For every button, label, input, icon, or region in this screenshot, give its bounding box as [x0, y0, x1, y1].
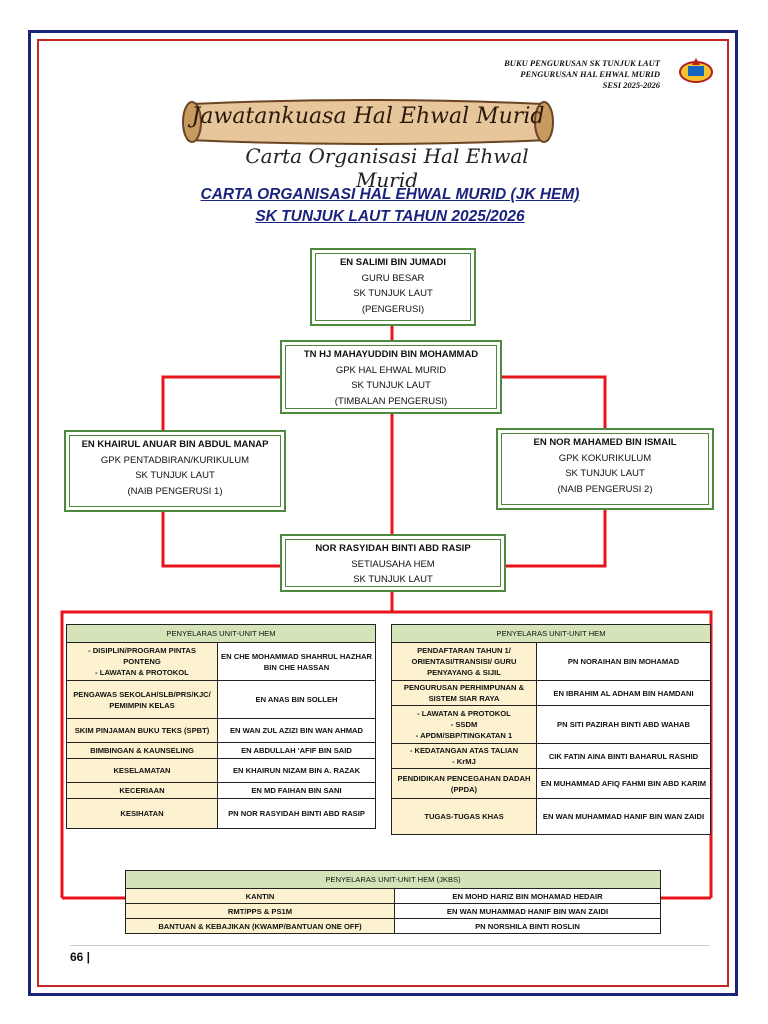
table-row: PENGAWAS SEKOLAH/SLB/PRS/KJC/ PEMIMPIN K… — [66, 680, 376, 719]
left-table-header: PENYELARAS UNIT-UNIT HEM — [66, 624, 376, 643]
chair-position: GURU BESAR — [361, 272, 425, 284]
unit-name-cell: KANTIN — [125, 888, 395, 904]
deputy-1-position: GPK PENTADBIRAN/KURIKULUM — [100, 454, 250, 466]
unit-name-cell: RMT/PPS & PS1M — [125, 903, 395, 919]
page-number: 66 | — [70, 950, 91, 964]
unit-name-cell: SKIM PINJAMAN BUKU TEKS (SPBT) — [66, 718, 218, 743]
coordinator-cell: EN WAN MUHAMMAD HANIF BIN WAN ZAIDI — [536, 798, 711, 835]
coordinator-cell: EN ABDULLAH 'AFIF BIN SAID — [217, 742, 376, 759]
deputy-chair-1-box: EN KHAIRUL ANUAR BIN ABDUL MANAP GPK PEN… — [64, 430, 286, 512]
coordinator-cell: EN WAN MUHAMMAD HANIF BIN WAN ZAIDI — [394, 903, 661, 919]
unit-name-cell: - DISIPLIN/PROGRAM PINTAS PONTENG - LAWA… — [66, 642, 218, 681]
table-row: - DISIPLIN/PROGRAM PINTAS PONTENG - LAWA… — [66, 642, 376, 681]
table-row: BANTUAN & KEBAJIKAN (KWAMP/BANTUAN ONE O… — [125, 918, 661, 934]
deputy-2-name: EN NOR MAHAMED BIN ISMAIL — [533, 437, 677, 448]
coordinator-cell: EN IBRAHIM AL ADHAM BIN HAMDANI — [536, 680, 711, 706]
school-logo — [679, 58, 713, 83]
right-table-header: PENYELARAS UNIT-UNIT HEM — [391, 624, 711, 643]
coordinator-cell: EN ANAS BIN SOLLEH — [217, 680, 376, 719]
coordinator-cell: PN NOR RASYIDAH BINTI ABD RASIP — [217, 798, 376, 829]
unit-name-cell: - KEDATANGAN ATAS TALIAN - KrMJ — [391, 743, 537, 769]
unit-name-cell: PENDIDIKAN PENCEGAHAN DADAH (PPDA) — [391, 768, 537, 799]
unit-name-cell: TUGAS-TUGAS KHAS — [391, 798, 537, 835]
unit-name-cell: BANTUAN & KEBAJIKAN (KWAMP/BANTUAN ONE O… — [125, 918, 395, 934]
unit-name-cell: PENGURUSAN PERHIMPUNAN & SISTEM SIAR RAY… — [391, 680, 537, 706]
header-line-1: BUKU PENGURUSAN SK TUNJUK LAUT — [504, 58, 660, 68]
header-line-3: SESI 2025-2026 — [602, 80, 660, 90]
coordinator-cell: EN KHAIRUN NIZAM BIN A. RAZAK — [217, 758, 376, 783]
secretary-box: NOR RASYIDAH BINTI ABD RASIP SETIAUSAHA … — [280, 534, 506, 592]
chair-role: (PENGERUSI) — [361, 303, 425, 315]
script-subtitle: Carta Organisasi Hal Ehwal Murid — [245, 144, 529, 192]
table-row: PENDIDIKAN PENCEGAHAN DADAH (PPDA)EN MUH… — [391, 768, 711, 799]
secretary-school: SK TUNJUK LAUT — [353, 574, 433, 585]
document-header: BUKU PENGURUSAN SK TUNJUK LAUT PENGURUSA… — [504, 58, 660, 91]
coordinator-cell: PN NORSHILA BINTI ROSLIN — [394, 918, 661, 934]
vice-chair-role: (TIMBALAN PENGERUSI) — [334, 395, 448, 407]
vice-chair-school: SK TUNJUK LAUT — [351, 380, 431, 391]
outer-border — [28, 30, 738, 996]
coordinator-cell: EN MD FAIHAN BIN SANI — [217, 782, 376, 799]
page-title: CARTA ORGANISASI HAL EHWAL MURID (JK HEM… — [150, 184, 630, 228]
coordinator-cell: EN WAN ZUL AZIZI BIN WAN AHMAD — [217, 718, 376, 743]
secretary-name: NOR RASYIDAH BINTI ABD RASIP — [315, 543, 471, 554]
header-line-2: PENGURUSAN HAL EHWAL MURID — [520, 69, 660, 79]
right-unit-table: PENYELARAS UNIT-UNIT HEM PENDAFTARAN TAH… — [391, 624, 711, 835]
jkbs-table-header: PENYELARAS UNIT-UNIT HEM (JKBS) — [125, 870, 661, 889]
inner-border — [37, 39, 729, 987]
table-row: PENGURUSAN PERHIMPUNAN & SISTEM SIAR RAY… — [391, 680, 711, 706]
vice-chair-position: GPK HAL EHWAL MURID — [335, 364, 447, 376]
deputy-2-role: (NAIB PENGERUSI 2) — [557, 483, 653, 495]
coordinator-cell: PN SITI PAZIRAH BINTI ABD WAHAB — [536, 705, 711, 744]
unit-name-cell: KESELAMATAN — [66, 758, 218, 783]
scroll-title: Jawatankuasa Hal Ehwal Murid — [191, 104, 545, 129]
coordinator-cell: EN CHE MOHAMMAD SHAHRUL HAZHAR BIN CHE H… — [217, 642, 376, 681]
unit-name-cell: KESIHATAN — [66, 798, 218, 829]
coordinator-cell: CIK FATIN AINA BINTI BAHARUL RASHID — [536, 743, 711, 769]
unit-name-cell: PENDAFTARAN TAHUN 1/ ORIENTASI/TRANSISI/… — [391, 642, 537, 681]
deputy-1-school: SK TUNJUK LAUT — [135, 470, 215, 481]
deputy-1-role: (NAIB PENGERUSI 1) — [127, 485, 223, 497]
table-row: - LAWATAN & PROTOKOL - SSDM - APDM/SBP/T… — [391, 705, 711, 744]
left-unit-table: PENYELARAS UNIT-UNIT HEM - DISIPLIN/PROG… — [66, 624, 376, 829]
unit-name-cell: PENGAWAS SEKOLAH/SLB/PRS/KJC/ PEMIMPIN K… — [66, 680, 218, 719]
deputy-1-name: EN KHAIRUL ANUAR BIN ABDUL MANAP — [81, 439, 269, 450]
chair-box: EN SALIMI BIN JUMADI GURU BESAR SK TUNJU… — [310, 248, 476, 326]
table-row: SKIM PINJAMAN BUKU TEKS (SPBT)EN WAN ZUL… — [66, 718, 376, 743]
vice-chair-box: TN HJ MAHAYUDDIN BIN MOHAMMAD GPK HAL EH… — [280, 340, 502, 414]
vice-chair-name: TN HJ MAHAYUDDIN BIN MOHAMMAD — [303, 349, 479, 360]
scroll-banner — [182, 99, 554, 145]
table-row: PENDAFTARAN TAHUN 1/ ORIENTASI/TRANSISI/… — [391, 642, 711, 681]
title-line-1: CARTA ORGANISASI HAL EHWAL MURID (JK HEM… — [200, 186, 580, 203]
coordinator-cell: PN NORAIHAN BIN MOHAMAD — [536, 642, 711, 681]
secretary-position: SETIAUSAHA HEM — [351, 558, 435, 570]
chair-school: SK TUNJUK LAUT — [353, 288, 433, 299]
unit-name-cell: BIMBINGAN & KAUNSELING — [66, 742, 218, 759]
deputy-chair-2-box: EN NOR MAHAMED BIN ISMAIL GPK KOKURIKULU… — [496, 428, 714, 510]
unit-name-cell: KECERIAAN — [66, 782, 218, 799]
chair-name: EN SALIMI BIN JUMADI — [339, 257, 447, 268]
coordinator-cell: EN MOHD HARIZ BIN MOHAMAD HEDAIR — [394, 888, 661, 904]
title-line-2: SK TUNJUK LAUT TAHUN 2025/2026 — [255, 208, 525, 225]
deputy-2-school: SK TUNJUK LAUT — [565, 468, 645, 479]
coordinator-cell: EN MUHAMMAD AFIQ FAHMI BIN ABD KARIM — [536, 768, 711, 799]
footer-divider — [70, 945, 710, 946]
deputy-2-position: GPK KOKURIKULUM — [558, 452, 652, 464]
unit-name-cell: - LAWATAN & PROTOKOL - SSDM - APDM/SBP/T… — [391, 705, 537, 744]
